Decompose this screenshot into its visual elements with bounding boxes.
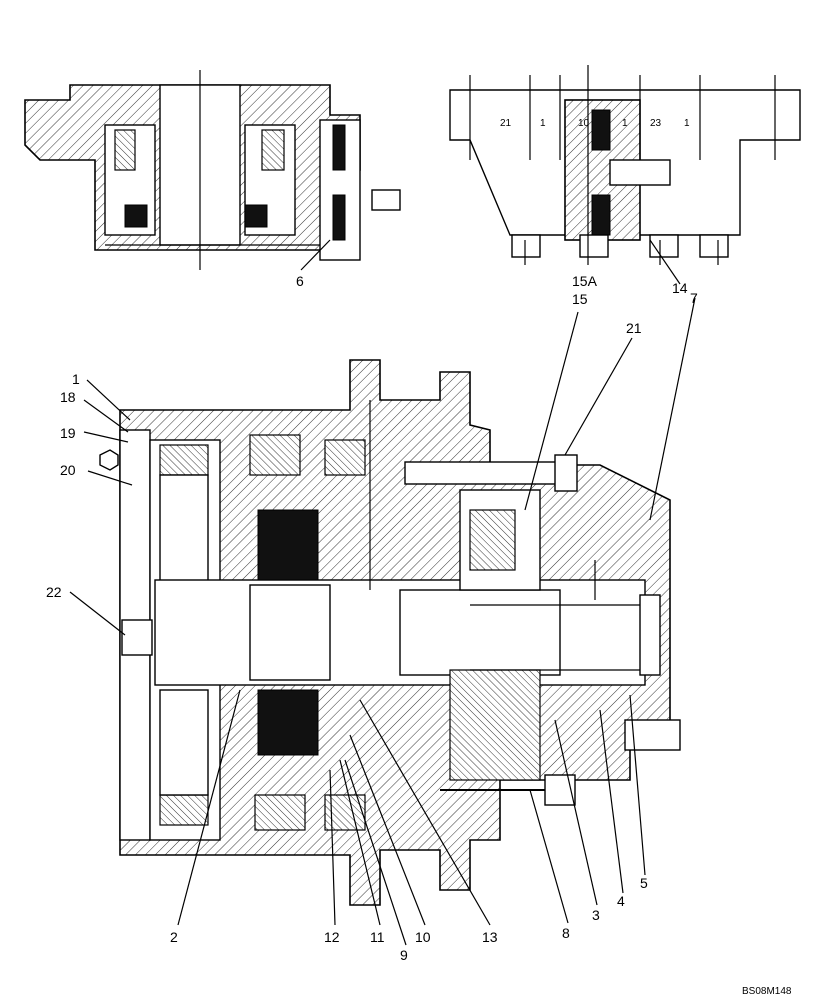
- callout-4: 4: [617, 893, 625, 909]
- callout-2: 2: [170, 929, 178, 945]
- mark-e: 23: [650, 118, 662, 129]
- callout-12: 12: [324, 929, 340, 945]
- callout-14: 14: [672, 280, 688, 296]
- callout-15A: 15A: [572, 273, 598, 289]
- callout-10: 10: [415, 929, 431, 945]
- callout-13: 13: [482, 929, 498, 945]
- main-section-view: [99, 359, 681, 906]
- top-right-exterior-view: 21 1 10 1 23 1: [449, 65, 801, 265]
- callout-1: 1: [72, 371, 80, 387]
- mark-d: 1: [622, 118, 628, 129]
- callout-labels: 1 18 19 20 22 2 12 11 9 10 13 8 3 4 5 6 …: [46, 273, 698, 963]
- callout-7: 7: [690, 290, 698, 306]
- callout-8: 8: [562, 925, 570, 941]
- callout-19: 19: [60, 425, 76, 441]
- top-left-section-view: [24, 70, 401, 270]
- callout-21: 21: [626, 320, 642, 336]
- callout-6: 6: [296, 273, 304, 289]
- callout-20: 20: [60, 462, 76, 478]
- callout-18: 18: [60, 389, 76, 405]
- callout-9: 9: [400, 947, 408, 963]
- callout-11: 11: [370, 929, 385, 945]
- callout-3: 3: [592, 907, 600, 923]
- drawing-code: BS08M148: [742, 986, 792, 997]
- callout-5: 5: [640, 875, 648, 891]
- callout-22: 22: [46, 584, 62, 600]
- mark-f: 1: [684, 118, 690, 129]
- mark-a: 21: [500, 118, 512, 129]
- callout-15: 15: [572, 291, 588, 307]
- mark-c: 10: [578, 118, 590, 129]
- callout-leaders: [69, 239, 696, 946]
- mark-b: 1: [540, 118, 546, 129]
